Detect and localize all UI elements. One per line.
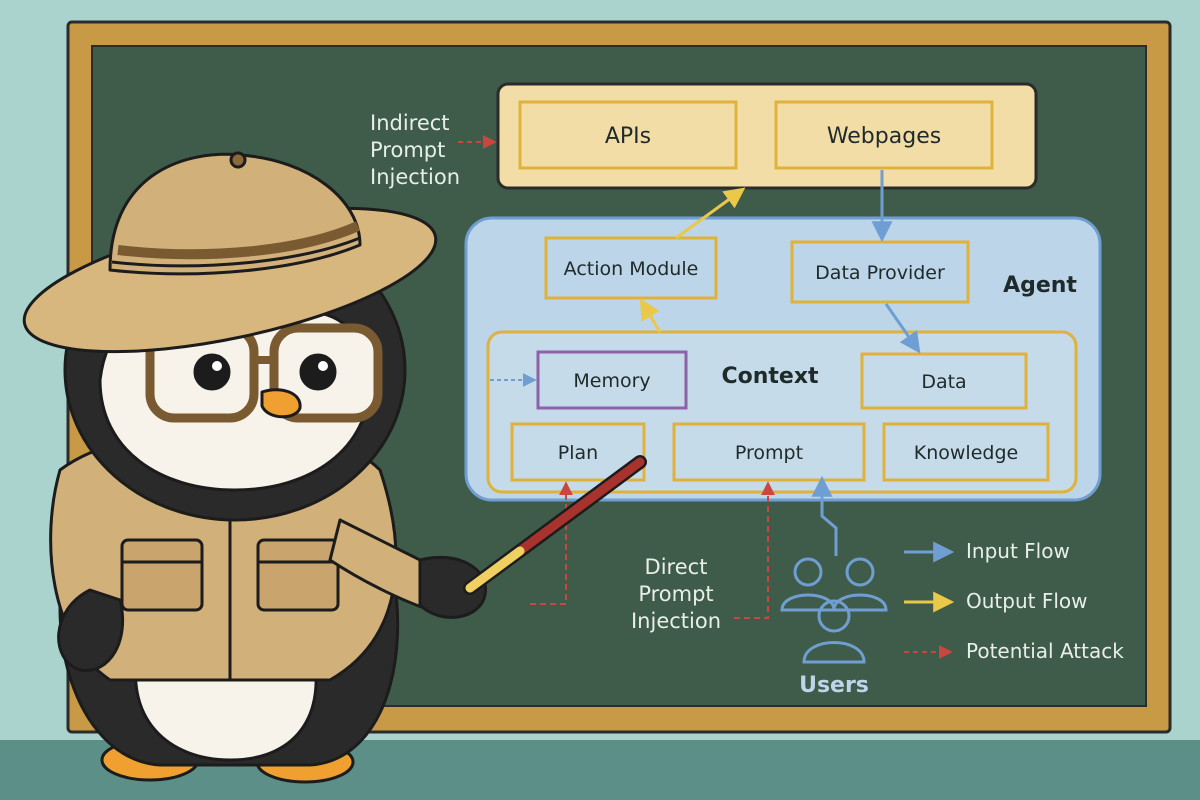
memory-label: Memory xyxy=(573,370,650,392)
context-title: Context xyxy=(721,364,819,389)
arrow-users-to-prompt xyxy=(811,475,838,556)
direct-injection-label: Direct Prompt Injection xyxy=(631,555,721,633)
indirect-line-2: Prompt xyxy=(370,138,445,162)
prompt-label: Prompt xyxy=(735,442,803,464)
arrow-action-to-apis xyxy=(675,187,746,240)
external-sources-box xyxy=(496,82,1038,190)
data-label: Data xyxy=(921,371,966,393)
webpages-label: Webpages xyxy=(827,124,941,149)
penguin-explorer-icon xyxy=(22,151,647,784)
knowledge-label: Knowledge xyxy=(914,442,1018,464)
users-icon xyxy=(780,557,888,664)
data-provider-label: Data Provider xyxy=(815,262,945,284)
data-box xyxy=(860,352,1028,410)
apis-label: APIs xyxy=(605,124,651,149)
indirect-line-3: Injection xyxy=(370,165,460,189)
data-provider-box xyxy=(790,240,970,304)
legend-output-label: Output Flow xyxy=(966,589,1087,613)
users-label: Users xyxy=(799,673,869,698)
direct-line-3: Injection xyxy=(631,609,721,633)
attack-line-to-prompt xyxy=(734,481,775,619)
agent-title: Agent xyxy=(1003,273,1077,298)
plan-label: Plan xyxy=(558,442,598,464)
legend-input-label: Input Flow xyxy=(966,539,1070,563)
prompt-box xyxy=(672,422,866,482)
knowledge-box xyxy=(882,422,1050,482)
arrow-provider-to-data xyxy=(884,303,921,354)
apis-box xyxy=(518,100,738,170)
action-module-box xyxy=(544,236,718,300)
legend-attack-label: Potential Attack xyxy=(966,639,1124,663)
indirect-injection-label: Indirect Prompt Injection xyxy=(370,111,460,189)
direct-line-1: Direct xyxy=(645,555,708,579)
direct-line-2: Prompt xyxy=(638,582,713,606)
action-module-label: Action Module xyxy=(564,258,699,280)
webpages-box xyxy=(774,100,994,170)
memory-box xyxy=(536,350,688,410)
legend: Input Flow Output Flow Potential Attack xyxy=(904,539,1124,663)
indirect-line-1: Indirect xyxy=(370,111,450,135)
arrow-context-to-action xyxy=(639,298,662,333)
